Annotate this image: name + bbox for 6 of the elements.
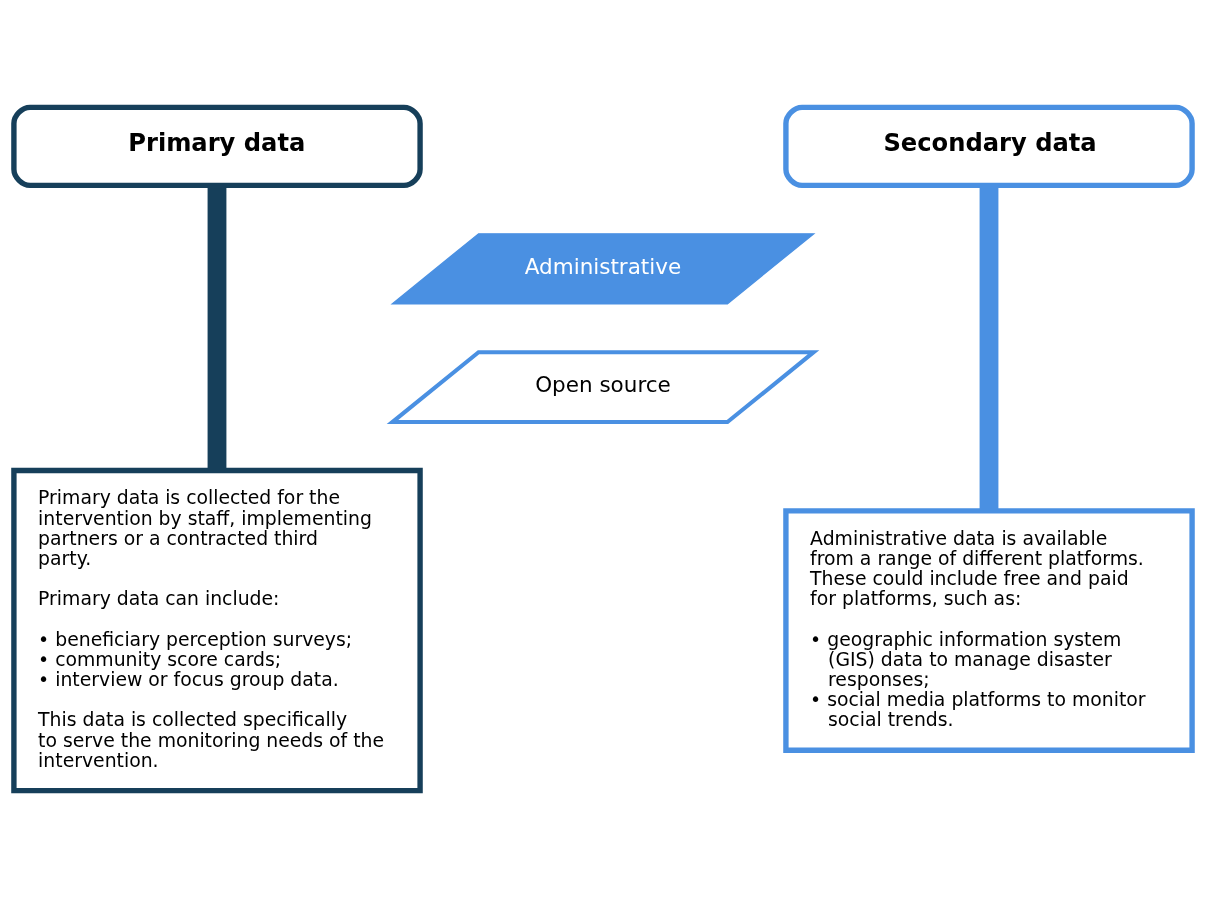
node-box: Primary data xyxy=(11,104,423,188)
connector xyxy=(979,185,999,511)
node-box: Primary data is collected for the intervention by staff, implementing partners or a contracted third party. Primary data can include: • beneficiary perception surveys; • community score cards; • interview or focus group data. This data is collected specifically to serve the monitoring needs of the intervention. xyxy=(11,467,423,793)
node-box: Administrative data is available from a range of different platforms. These could include free and paid for platforms, such as: • geographic information system (GIS) data to manage disaster responses; • social media platforms to monitor social trends. xyxy=(783,507,1195,753)
connector xyxy=(207,185,227,470)
node-box: Secondary data xyxy=(783,104,1195,188)
